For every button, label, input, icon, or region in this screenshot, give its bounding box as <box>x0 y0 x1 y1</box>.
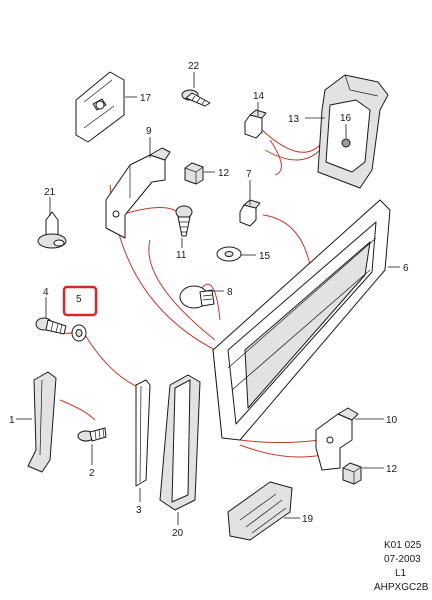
leader-lines <box>16 72 400 525</box>
callout-21: 21 <box>44 187 56 198</box>
drawing-footer: K01 025 07-2003 L1 AHPXGC2B <box>374 540 429 593</box>
callout-11: 11 <box>176 250 187 261</box>
part-22-screw <box>181 89 211 107</box>
callout-20: 20 <box>172 528 184 539</box>
part-5-washer <box>71 324 87 342</box>
callout-12-lower: 12 <box>386 464 398 475</box>
callout-22: 22 <box>188 61 200 72</box>
part-9-hinge-bracket <box>105 147 171 239</box>
callout-17: 17 <box>140 93 152 104</box>
part-15-washer <box>216 246 242 262</box>
callout-4: 4 <box>43 287 49 298</box>
footer-line-1: K01 025 <box>384 540 422 551</box>
callout-8: 8 <box>227 287 233 298</box>
callout-14: 14 <box>253 91 265 102</box>
part-6-tailgate-panel <box>212 199 391 441</box>
callout-12-upper: 12 <box>218 168 230 179</box>
callout-13: 13 <box>288 114 300 125</box>
footer-line-3: L1 <box>395 568 407 579</box>
footer-line-2: 07-2003 <box>384 554 421 565</box>
footer-line-4: AHPXGC2B <box>374 582 429 593</box>
part-8-button-fastener <box>179 285 215 309</box>
callout-7: 7 <box>246 169 252 180</box>
callout-6: 6 <box>403 263 409 274</box>
part-12-lower-block <box>342 462 362 485</box>
part-12-upper-block <box>184 162 204 185</box>
part-3-seal-strip <box>135 379 151 487</box>
part-10-bracket <box>315 407 359 471</box>
part-13-corner-cap <box>317 74 389 189</box>
part-20-channel-trim <box>159 374 201 511</box>
callout-9: 9 <box>146 126 152 137</box>
part-19-step-pad <box>227 481 293 541</box>
part-2-screw <box>77 427 107 442</box>
callout-5: 5 <box>76 294 82 305</box>
part-21-push-fastener <box>37 211 67 249</box>
callout-1: 1 <box>9 415 15 426</box>
callout-19: 19 <box>302 514 314 525</box>
highlight-box <box>62 285 98 317</box>
part-11-screw <box>175 205 193 237</box>
callout-15: 15 <box>259 251 271 262</box>
part-7-clip <box>239 199 261 227</box>
callout-16: 16 <box>340 113 352 124</box>
part-4-bolt <box>35 317 67 335</box>
part-17-bracket <box>75 71 125 143</box>
callout-2: 2 <box>89 468 95 479</box>
callout-10: 10 <box>386 415 398 426</box>
part-14-clip <box>244 109 267 139</box>
callout-labels: 17 22 9 14 13 16 12 7 21 11 15 6 8 4 5 1… <box>9 61 409 539</box>
callout-3: 3 <box>136 505 142 516</box>
part-1-side-trim <box>27 371 57 473</box>
